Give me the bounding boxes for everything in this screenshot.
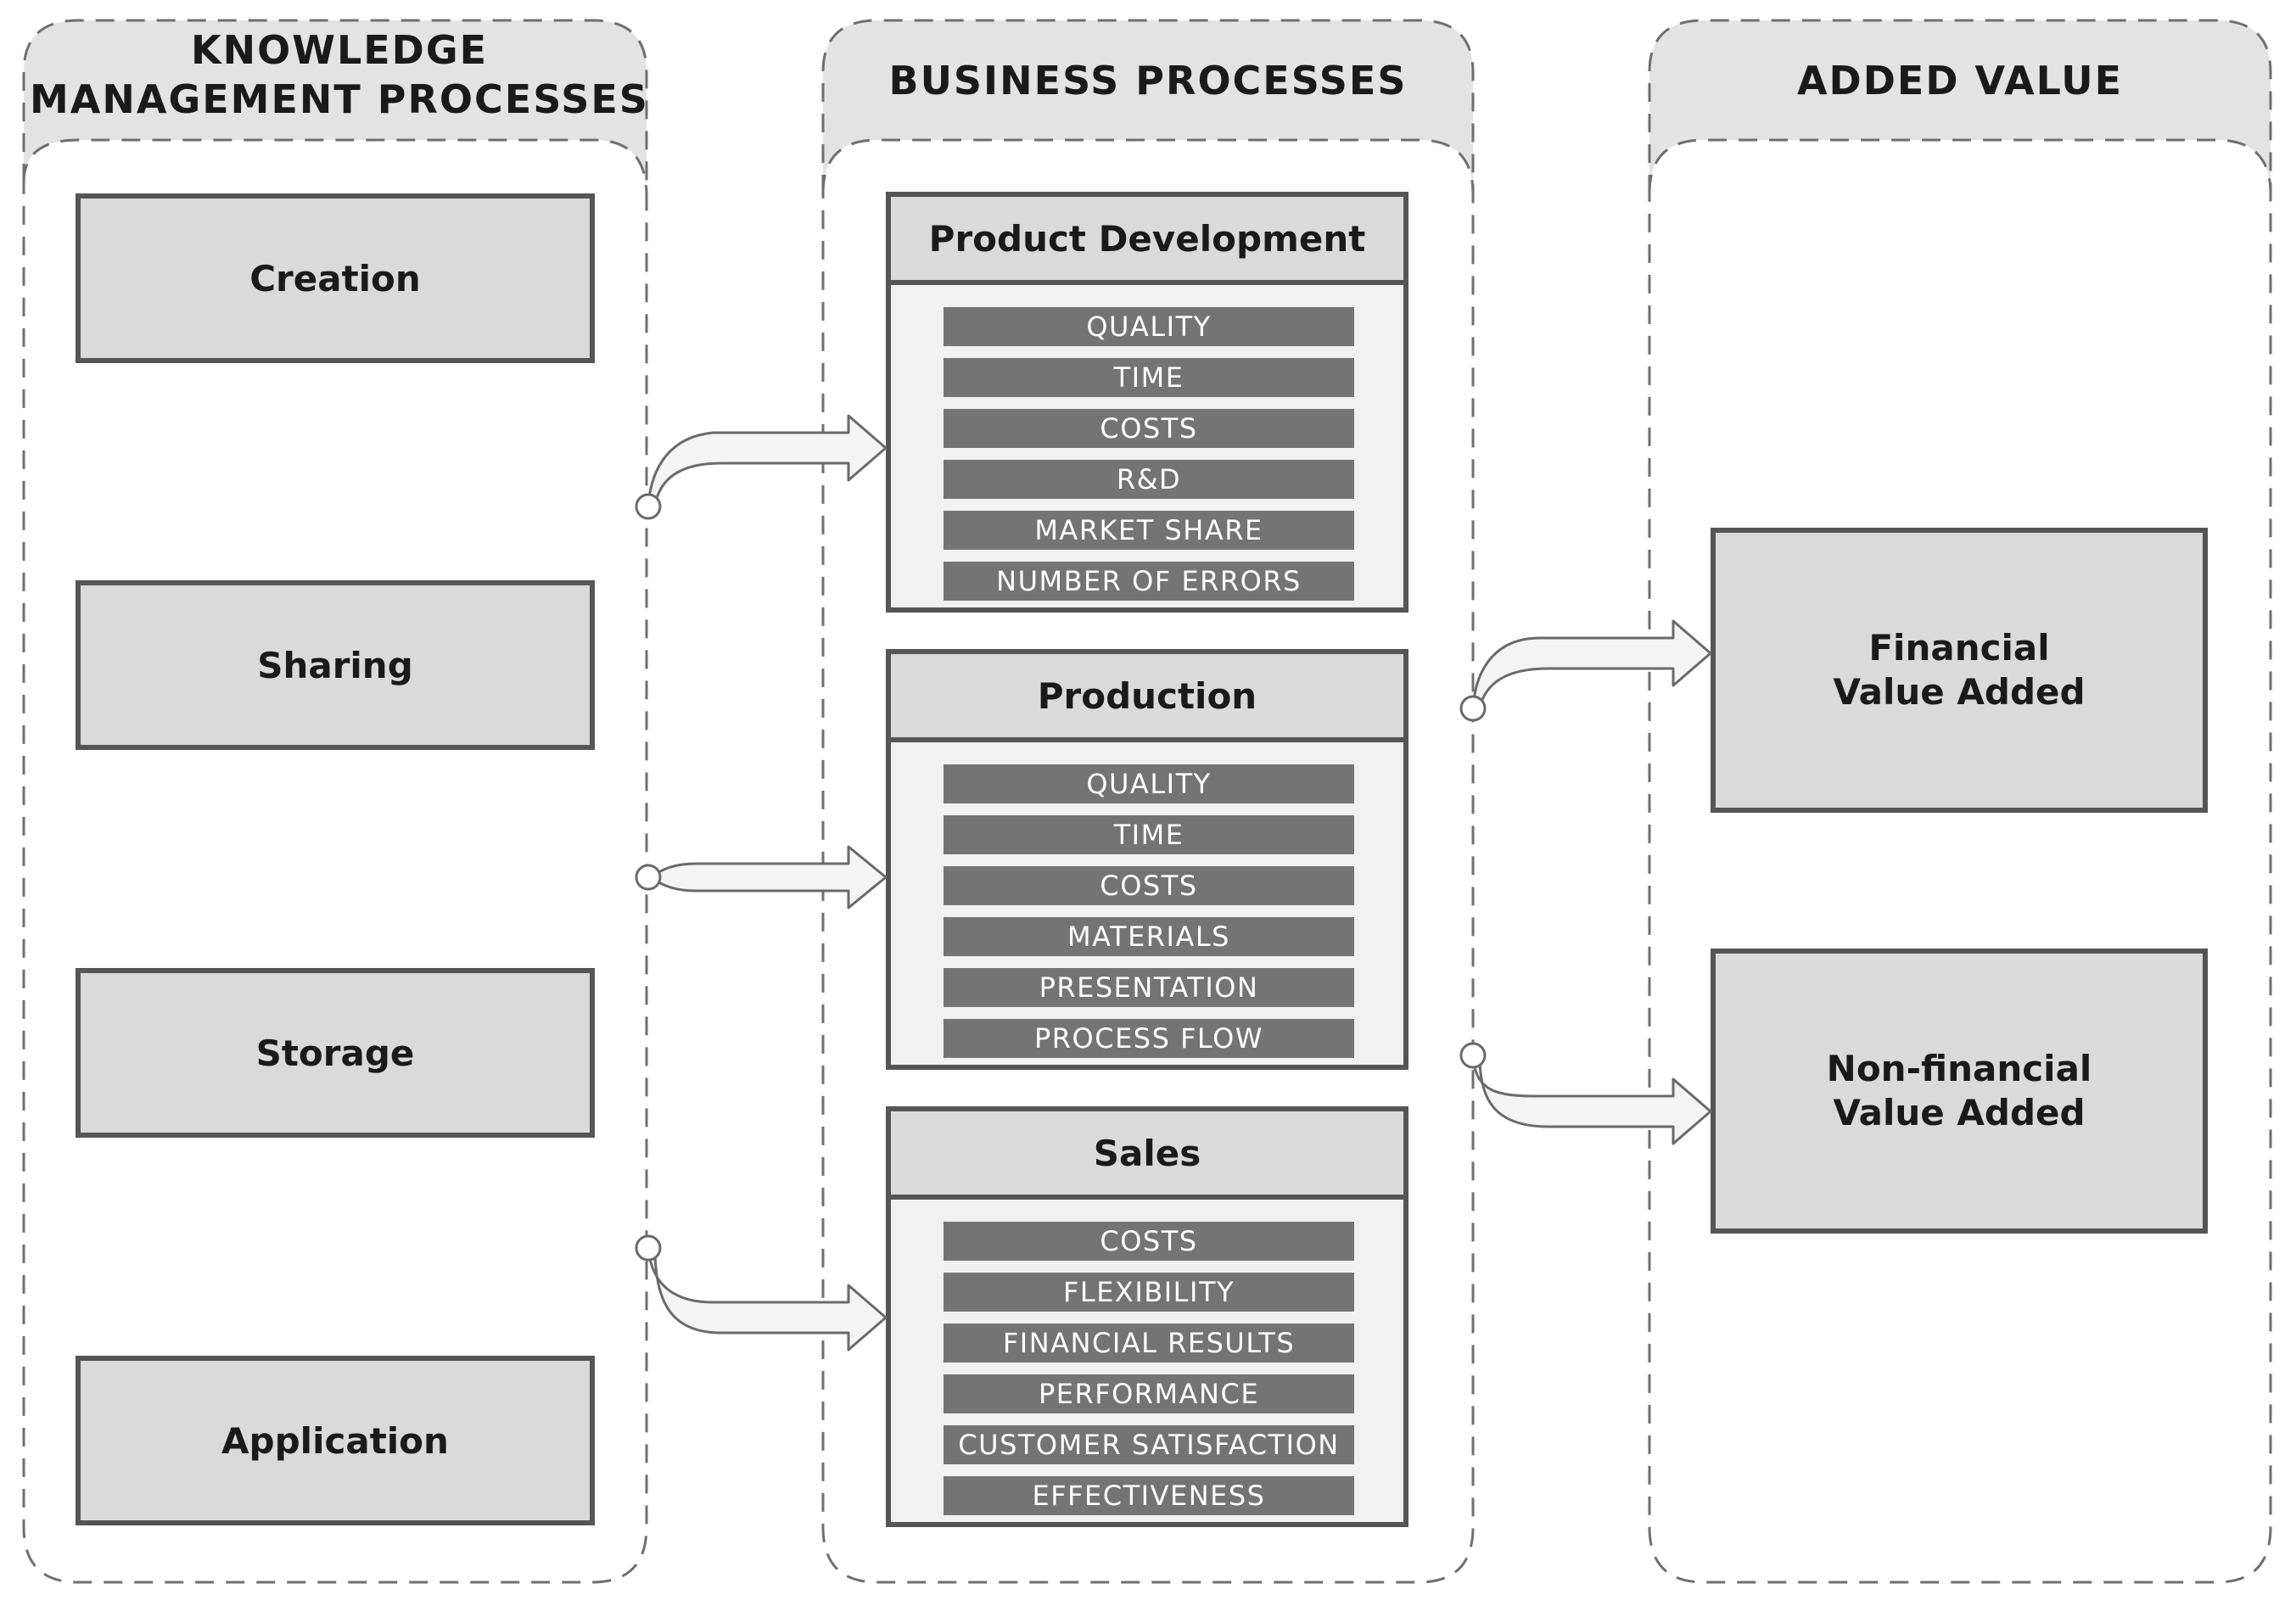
arrow-km-to-product-development [635,414,888,520]
arrow-km-to-production [635,845,888,909]
km-box-application: Application [76,1356,595,1525]
metric-tag: NUMBER OF ERRORS [944,562,1354,601]
km-box-label: Storage [255,1032,415,1074]
metric-tag: CUSTOMER SATISFACTION [944,1425,1354,1464]
metric-tag: R&D [944,460,1354,499]
arrow-connector-icon [1471,619,1712,708]
metric-tag: FLEXIBILITY [944,1273,1354,1312]
km-column: KNOWLEDGE MANAGEMENT PROCESSES Creation … [0,0,679,1606]
arrow-origin-circle-icon [635,493,662,520]
km-title-line-2: MANAGEMENT PROCESSES [30,76,649,122]
metric-tag: COSTS [944,1222,1354,1261]
bp-column-header-band [823,20,1473,193]
metric-tag: QUALITY [944,764,1354,803]
metric-tag: PROCESS FLOW [944,1019,1354,1058]
km-box-sharing: Sharing [76,580,595,750]
arrow-origin-circle-icon [635,1234,662,1262]
metric-tag: FINANCIAL RESULTS [944,1323,1354,1363]
km-column-header-band [24,20,647,195]
km-box-label: Sharing [257,644,413,686]
arrow-connector-icon [1471,1055,1712,1145]
arrow-origin-circle-icon [635,864,662,891]
bp-box-title: Product Development [891,197,1403,285]
bp-box-product-development: Product Development QUALITY TIME COSTS R… [886,192,1408,613]
km-column-frame [22,19,648,1584]
bp-column-inner-border [821,138,1475,194]
bp-box-sales: Sales COSTS FLEXIBILITY FINANCIAL RESULT… [886,1106,1408,1527]
metric-tag: TIME [944,358,1354,397]
metric-tag: COSTS [944,866,1354,905]
arrow-connector-icon [647,1247,888,1351]
km-column-outer-border [22,19,648,1584]
metric-tag: COSTS [944,409,1354,448]
metric-tag: QUALITY [944,307,1354,346]
km-title-line-1: KNOWLEDGE [190,27,489,73]
km-column-title: KNOWLEDGE MANAGEMENT PROCESSES [0,25,679,124]
arrow-origin-circle-icon [1459,695,1487,722]
bp-box-title: Production [891,654,1403,742]
arrow-connector-icon [647,414,888,506]
metric-tag: PERFORMANCE [944,1374,1354,1413]
metric-tag: MARKET SHARE [944,511,1354,550]
km-column-inner-border [22,138,648,196]
metric-tag: EFFECTIVENESS [944,1476,1354,1515]
bp-box-production: Production QUALITY TIME COSTS MATERIALS … [886,649,1408,1070]
metric-tag: TIME [944,815,1354,854]
bp-box-title: Sales [891,1111,1403,1200]
arrow-connector-icon [650,845,888,909]
km-box-label: Creation [249,257,421,299]
bp-column-title: BUSINESS PROCESSES [888,58,1408,104]
km-box-creation: Creation [76,193,595,363]
arrow-origin-circle-icon [1459,1042,1487,1069]
metric-tag: PRESENTATION [944,968,1354,1007]
arrow-bp-to-financial [1459,619,1712,722]
km-box-label: Application [221,1419,449,1462]
arrow-km-to-sales [635,1234,888,1351]
metric-tag: MATERIALS [944,917,1354,956]
km-box-storage: Storage [76,968,595,1138]
bp-column-outer-border [821,19,1475,1584]
arrow-bp-to-non-financial [1459,1042,1712,1145]
